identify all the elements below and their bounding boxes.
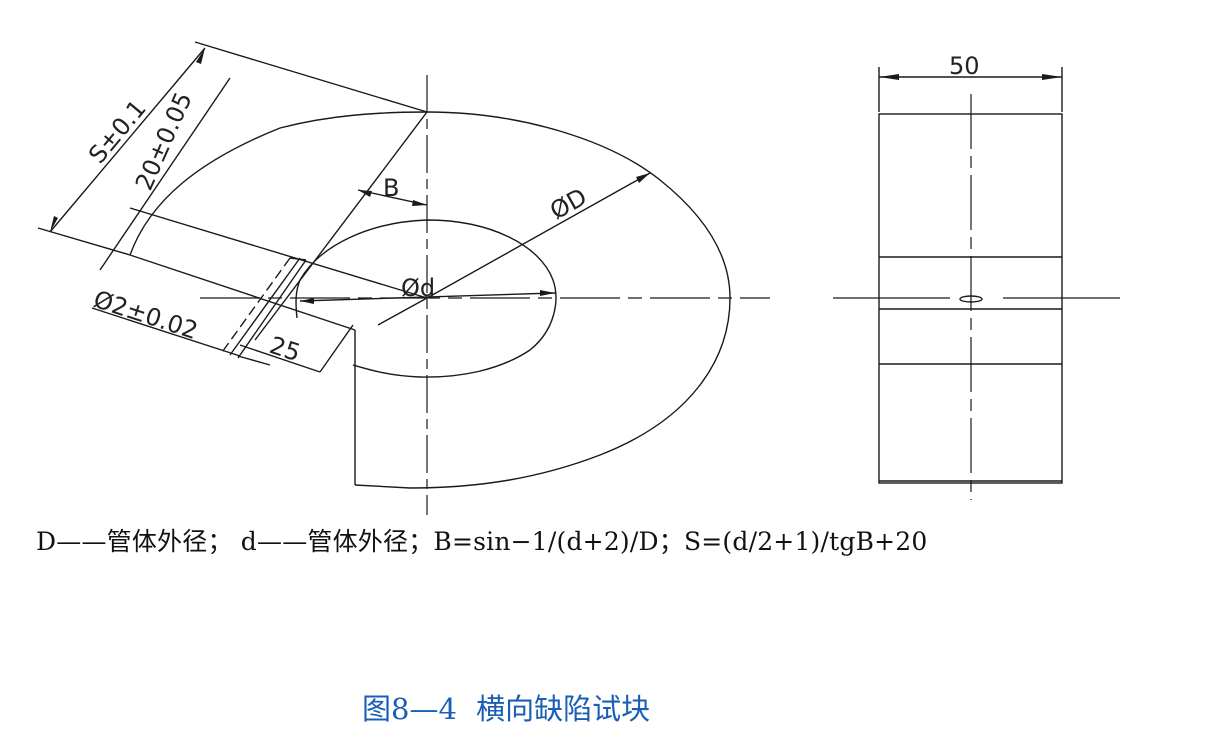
- front-centerlines: [200, 75, 770, 515]
- notch-lower-edge: [129, 254, 356, 331]
- outer-arc-left: [129, 111, 428, 256]
- figure-caption: 图8—4 横向缺陷试块: [362, 686, 660, 728]
- s-extension-line: [194, 41, 428, 113]
- twenty-dim-line: [99, 77, 231, 271]
- hole-diameter-label: Ø2±0.02: [90, 285, 201, 345]
- front-view: [37, 41, 731, 489]
- inner-diameter-label: Ød: [401, 274, 435, 302]
- figure-title: 横向缺陷试块: [476, 692, 651, 726]
- width-dimension-label: 50: [949, 52, 980, 80]
- hole-dim-ext: [237, 355, 271, 366]
- s-dim-line: [49, 47, 206, 233]
- center-diag-line: [377, 297, 428, 326]
- hole-line-1: [229, 257, 301, 356]
- depth-dimension-label: 25: [266, 331, 304, 367]
- b-angle-label: B: [383, 174, 399, 202]
- inner-circle-arc: [299, 219, 557, 378]
- inner-diameter-leader: [299, 292, 556, 302]
- depth-ext-line: [319, 324, 354, 373]
- technical-drawing: S±0.1 20±0.05 B ØD Ød Ø2±0.02 25 50: [37, 41, 1120, 515]
- outer-diameter-leader: [426, 172, 651, 299]
- hole-top: [289, 257, 307, 261]
- hole-line-2: [219, 257, 291, 356]
- outer-diameter-label: ØD: [545, 183, 591, 226]
- hole-dim-line: [91, 307, 241, 357]
- depth-dim-line: [239, 344, 321, 373]
- figure-number: 图8—4: [362, 692, 457, 726]
- s-extension-lower: [37, 227, 131, 256]
- twenty-extension-line: [129, 207, 428, 299]
- hole-line-3: [237, 259, 307, 359]
- inclined-face-line: [254, 111, 428, 341]
- formula-text: D——管体外径； d——管体外径；B=sin−1/(d+2)/D；S=(d/2+…: [36, 527, 928, 556]
- side-centerlines: [833, 94, 1120, 500]
